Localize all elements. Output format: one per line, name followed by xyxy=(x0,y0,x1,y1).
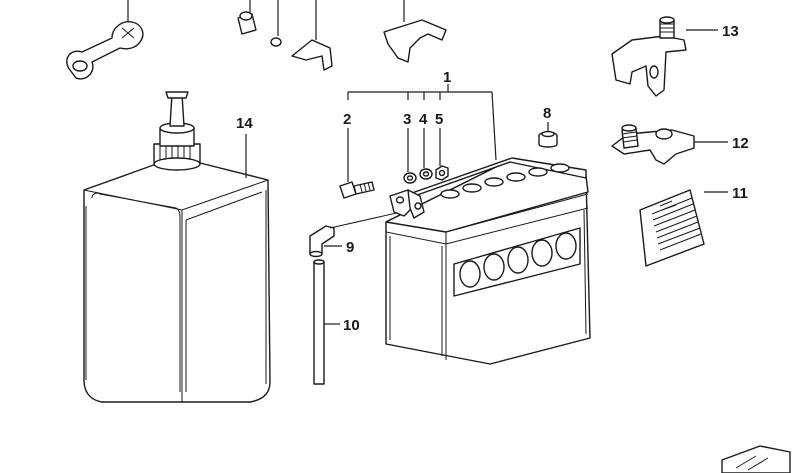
callout-14: 14 xyxy=(236,115,253,132)
callout-8: 8 xyxy=(543,105,551,122)
callout-2: 2 xyxy=(343,111,351,128)
part-3-washer xyxy=(403,172,417,184)
part-5-nut xyxy=(435,165,449,181)
battery-cover-bracket xyxy=(383,0,447,63)
part-4-washer xyxy=(419,168,433,180)
part-2-terminal-bolt xyxy=(339,181,375,199)
callout-13: 13 xyxy=(722,23,739,40)
callout-1: 1 xyxy=(443,69,451,86)
terminal-bracket-top xyxy=(291,0,333,71)
callout-12: 12 xyxy=(732,135,749,152)
terminal-bolt-small xyxy=(237,0,282,47)
corner-logo xyxy=(721,445,791,473)
part-11-label-sticker xyxy=(639,189,728,267)
part-13-clamp xyxy=(611,16,718,97)
part-9-vent-elbow xyxy=(309,209,411,258)
part-14-acid-container xyxy=(83,91,271,403)
callout-10: 10 xyxy=(343,317,360,334)
wrench-tool xyxy=(66,0,144,80)
callout-3: 3 xyxy=(403,111,411,128)
part-10-vent-hose xyxy=(313,259,340,385)
callout-11: 11 xyxy=(732,185,748,202)
part-12-clamp xyxy=(611,124,728,165)
part-8-vent-plug xyxy=(538,130,558,148)
leader-lines-battery-group xyxy=(347,84,549,182)
callout-5: 5 xyxy=(435,111,443,128)
part-1-battery xyxy=(385,157,591,365)
callout-4: 4 xyxy=(419,111,428,128)
callout-9: 9 xyxy=(346,239,354,256)
